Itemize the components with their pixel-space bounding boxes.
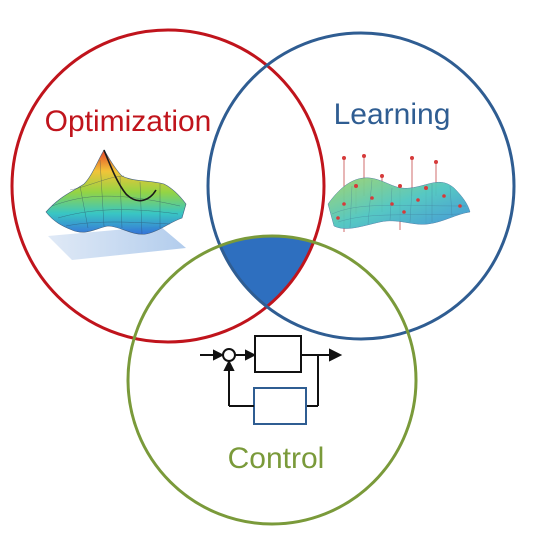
- optimization-circle: [10, 28, 326, 344]
- 3d-surface-plot-icon: [45, 149, 187, 260]
- control-circle: [126, 234, 418, 526]
- feedback-loop-block-diagram-icon: [200, 335, 343, 425]
- learning-circle: [206, 31, 516, 341]
- control-label: Control: [228, 442, 325, 475]
- optimization-label: Optimization: [45, 105, 212, 138]
- learning-label: Learning: [334, 98, 451, 131]
- regression-surface-icon: [327, 154, 471, 232]
